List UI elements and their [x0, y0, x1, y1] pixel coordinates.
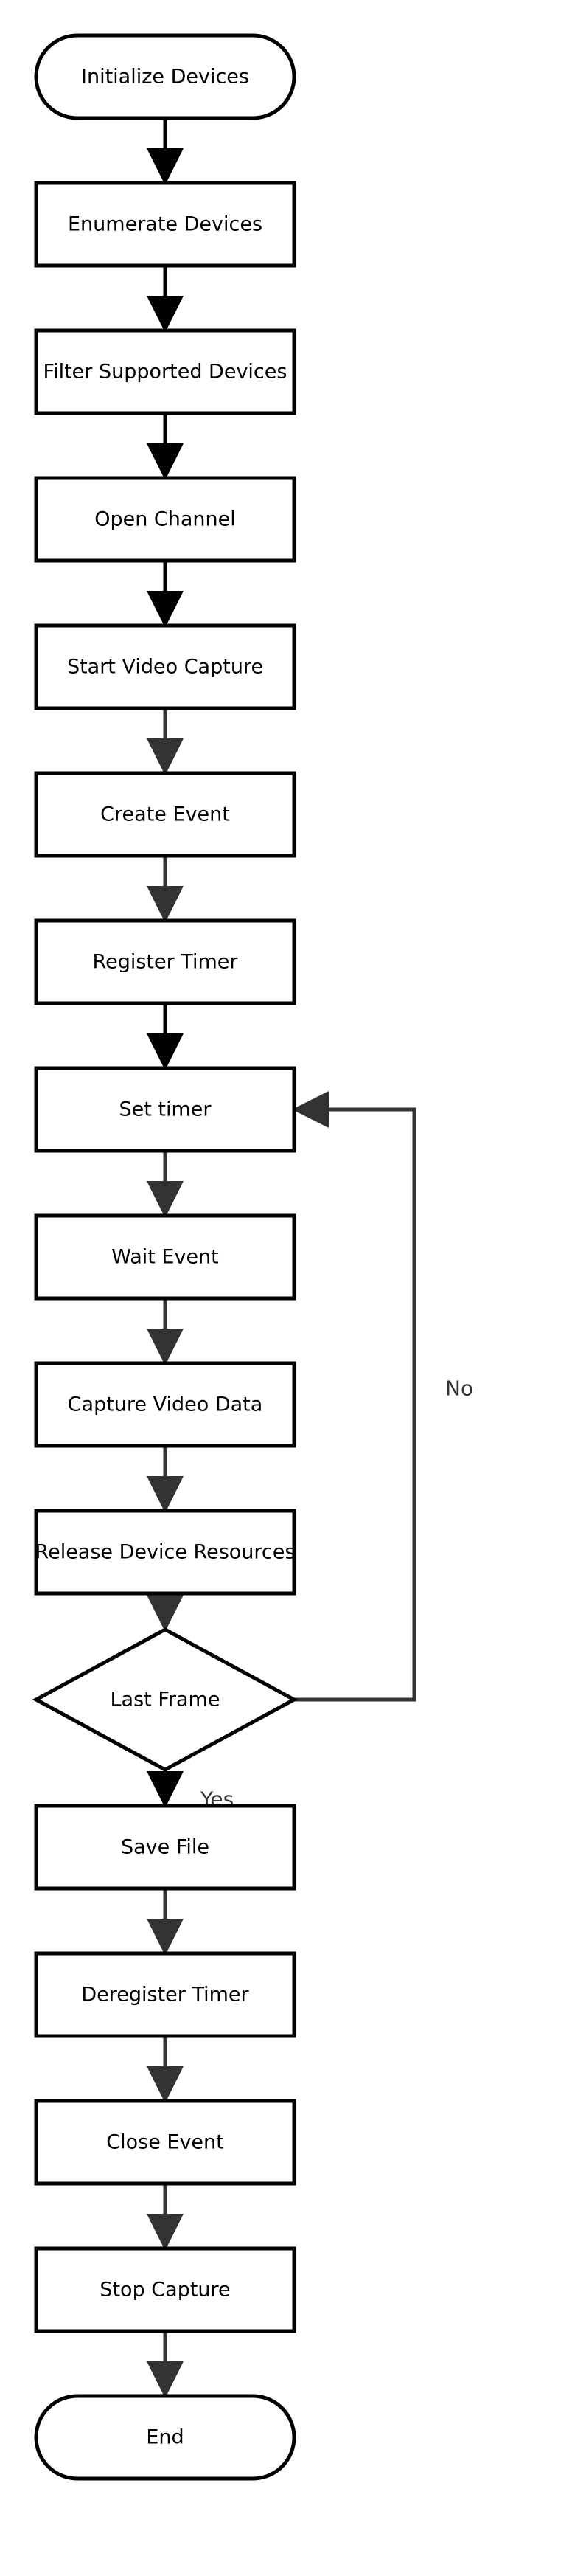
node-end: End: [34, 2394, 296, 2481]
node-label: Stop Capture: [100, 2279, 230, 2302]
terminal-shape: [34, 2394, 296, 2481]
node-deregister-timer: Deregister Timer: [34, 1951, 296, 2038]
node-label: Start Video Capture: [67, 656, 263, 679]
node-label: Filter Supported Devices: [43, 361, 287, 384]
node-label: Open Channel: [94, 508, 236, 531]
process-shape: [34, 1361, 296, 1448]
node-label: Set timer: [119, 1098, 212, 1121]
node-label: Release Device Resources: [35, 1541, 296, 1564]
process-shape: [34, 1804, 296, 1891]
node-close-event: Close Event: [34, 2099, 296, 2186]
decision-shape: [32, 1627, 299, 1772]
node-release-device-resources: Release Device Resources: [34, 1509, 296, 1596]
process-shape: [34, 1066, 296, 1153]
node-label: Capture Video Data: [68, 1393, 263, 1416]
node-label: Last Frame: [111, 1689, 220, 1711]
process-shape: [34, 1951, 296, 2038]
process-shape: [34, 181, 296, 268]
node-stop-capture: Stop Capture: [34, 2246, 296, 2333]
node-filter-supported-devices: Filter Supported Devices: [34, 328, 296, 415]
node-create-event: Create Event: [34, 771, 296, 858]
node-initialize-devices: Initialize Devices: [34, 33, 296, 120]
terminal-shape: [34, 33, 296, 120]
node-label: End: [146, 2426, 184, 2449]
node-label: Create Event: [100, 803, 230, 826]
node-wait-event: Wait Event: [34, 1213, 296, 1301]
node-enumerate-devices: Enumerate Devices: [34, 181, 296, 268]
node-capture-video-data: Capture Video Data: [34, 1361, 296, 1448]
node-label: Save File: [121, 1836, 209, 1859]
node-start-video-capture: Start Video Capture: [34, 623, 296, 710]
node-label: Initialize Devices: [81, 66, 249, 89]
process-shape: [34, 1213, 296, 1301]
process-shape: [34, 476, 296, 563]
node-label: Enumerate Devices: [68, 213, 262, 236]
process-shape: [34, 771, 296, 858]
node-last-frame: Last Frame: [32, 1627, 299, 1772]
process-shape: [34, 918, 296, 1005]
node-save-file: Save File: [34, 1804, 296, 1891]
process-shape: [34, 623, 296, 710]
process-shape: [34, 2246, 296, 2333]
edge-last-frame-to-set-timer: [292, 1091, 416, 1702]
node-open-channel: Open Channel: [34, 476, 296, 563]
node-set-timer: Set timer: [34, 1066, 296, 1153]
process-shape: [34, 328, 296, 415]
node-label: Register Timer: [93, 951, 239, 974]
process-shape: [34, 2099, 296, 2186]
node-label: Close Event: [106, 2131, 223, 2154]
node-register-timer: Register Timer: [34, 918, 296, 1005]
process-shape: [34, 1509, 296, 1596]
edge-label-no: No: [445, 1377, 473, 1401]
node-label: Deregister Timer: [81, 1984, 249, 2007]
node-label: Wait Event: [111, 1246, 219, 1269]
